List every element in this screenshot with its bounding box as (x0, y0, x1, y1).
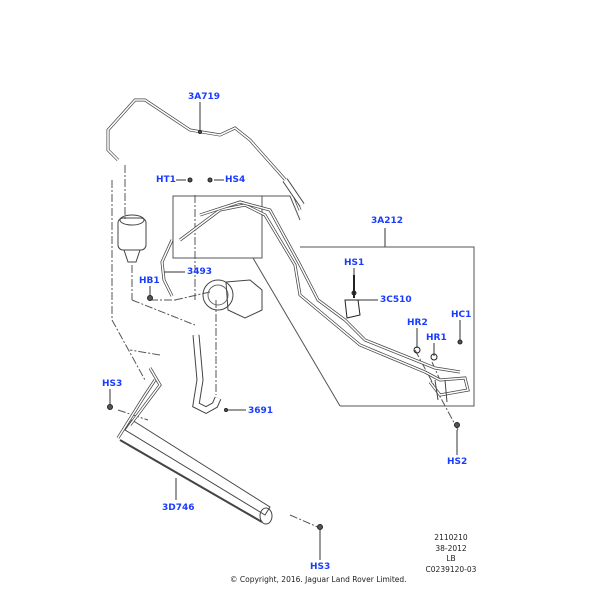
copyright-notice: © Copyright, 2016. Jaguar Land Rover Lim… (230, 575, 407, 584)
callout-HR2: HR2 (407, 318, 428, 328)
callout-HB1: HB1 (139, 276, 160, 286)
callout-HS3-lower: HS3 (310, 562, 331, 572)
pump-body (225, 279, 263, 319)
info-line: LB (446, 554, 456, 563)
callout-3A719: 3A719 (188, 92, 221, 102)
reservoir (117, 217, 147, 251)
pipe-3A212 (179, 203, 470, 397)
callout-HC1: HC1 (451, 310, 472, 320)
callout-HS3-upper: HS3 (102, 379, 123, 389)
callout-3A212: 3A212 (371, 216, 404, 226)
info-line: 38-2012 (435, 543, 467, 553)
cooler-3D746 (124, 419, 271, 516)
callout-HS1: HS1 (344, 258, 365, 268)
info-line: 2110210 (434, 533, 468, 542)
info-block: 2110210 38-2012 LB C0239120-03 (406, 533, 496, 575)
callout-HT1: HT1 (156, 175, 176, 185)
callout-HR1: HR1 (426, 333, 447, 343)
callout-HS4: HS4 (225, 175, 246, 185)
group-box-3493 (172, 195, 263, 259)
info-line: C0239120-03 (425, 564, 477, 574)
callout-3691: 3691 (248, 406, 274, 416)
group-box-3A212 (300, 246, 475, 407)
hose-3A719 (106, 98, 302, 211)
callout-3D746: 3D746 (162, 503, 195, 513)
pump-pulley (202, 279, 234, 311)
callout-3493: 3493 (187, 267, 213, 277)
callout-HS2: HS2 (447, 457, 468, 467)
callout-3C510: 3C510 (380, 295, 412, 305)
